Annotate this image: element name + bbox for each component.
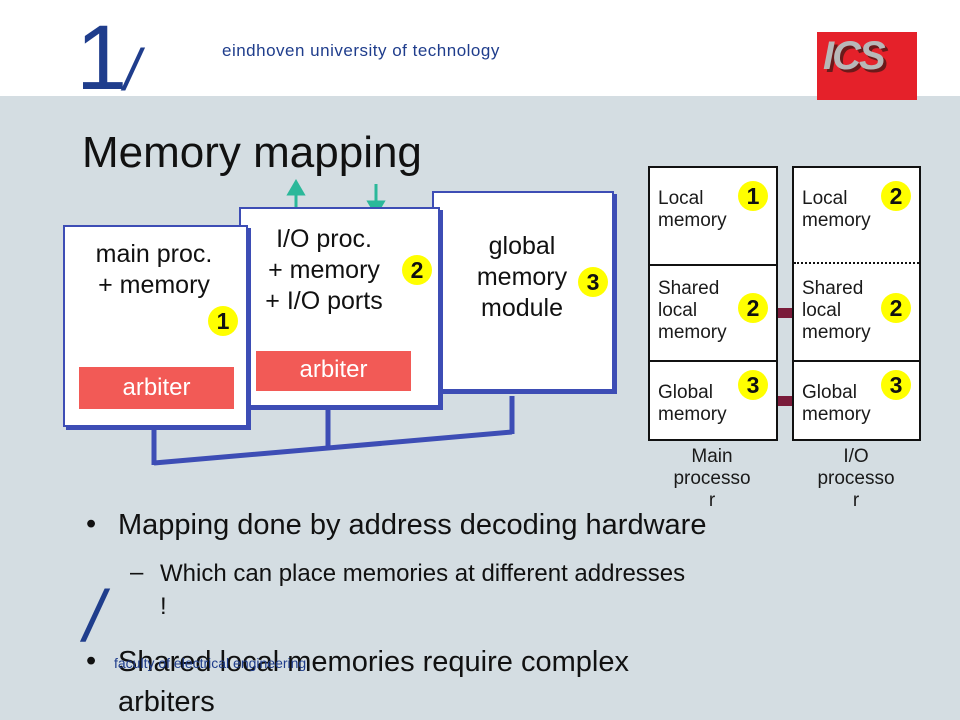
main-sep-2 [650,360,776,362]
header-band [0,0,960,96]
main-arbiter: arbiter [79,367,234,409]
io-global-line2: memory [802,404,871,425]
main-global-badge: 3 [738,370,768,400]
footer-faculty: faculty of electrical engineering [114,655,307,671]
io-shared-badge: 2 [881,293,911,323]
sub-bullet-1-text: Which can place memories at different ad… [160,560,686,587]
global-module-line1: global [488,232,556,260]
tue-logo-one: 1 [76,7,128,109]
bullet-dot-2: • [86,645,97,677]
io-shared-line2: local [802,300,842,321]
main-sep-1 [650,264,776,266]
footer-slash: / [84,577,105,657]
io-column-label-2: processo [817,468,895,489]
io-module-badge: 2 [402,255,432,285]
io-sep-1 [794,262,919,264]
university-name: eindhoven university of technology [222,41,500,60]
io-global-line1: Global [802,382,857,403]
bullet-1-text: Mapping done by address decoding hardwar… [118,509,707,541]
main-shared-line3: memory [658,322,727,343]
slide-title: Memory mapping [82,128,422,177]
io-module-line3: + I/O ports [265,287,383,315]
main-shared-line1: Shared [658,278,720,299]
io-local-line2: memory [802,210,871,231]
ics-logo: ICS [817,32,917,100]
main-local-line1: Local [658,188,704,209]
main-shared-badge: 2 [738,293,768,323]
main-module-line1: main proc. [95,240,213,268]
io-column-label-3: r [852,490,860,511]
io-arbiter: arbiter [256,351,411,391]
io-local-line1: Local [802,188,848,209]
main-column-label-1: Main [691,446,733,467]
main-shared-line2: local [658,300,698,321]
global-memory-module-card [432,191,614,391]
sub-bullet-dash: – [130,559,144,586]
main-module-badge: 1 [208,306,238,336]
io-global-badge: 3 [881,370,911,400]
global-module-badge: 3 [578,267,608,297]
main-column-label-2: processo [673,468,751,489]
main-column-label-3: r [708,490,716,511]
bullet-2-text-b: arbiters [118,686,215,718]
io-shared-line1: Shared [802,278,864,299]
global-module-line3: module [481,294,563,322]
main-global-line2: memory [658,404,727,425]
io-sep-2 [794,360,919,362]
io-module-line2: + memory [268,256,380,284]
tue-logo-slash: / [124,38,141,103]
main-local-line2: memory [658,210,727,231]
io-module-line1: I/O proc. [276,225,372,253]
global-module-line2: memory [476,263,568,291]
shared-bus [153,429,513,466]
io-column-label-1: I/O [843,446,869,467]
io-local-badge: 2 [881,181,911,211]
main-local-badge: 1 [738,181,768,211]
main-module-line2: + memory [98,271,210,299]
bullet-dot-1: • [86,508,97,540]
sub-bullet-1-cont: ! [160,593,167,620]
io-shared-line3: memory [802,322,871,343]
main-global-line1: Global [658,382,713,403]
bullet-2-text-a: Shared local memories require complex [118,646,629,678]
